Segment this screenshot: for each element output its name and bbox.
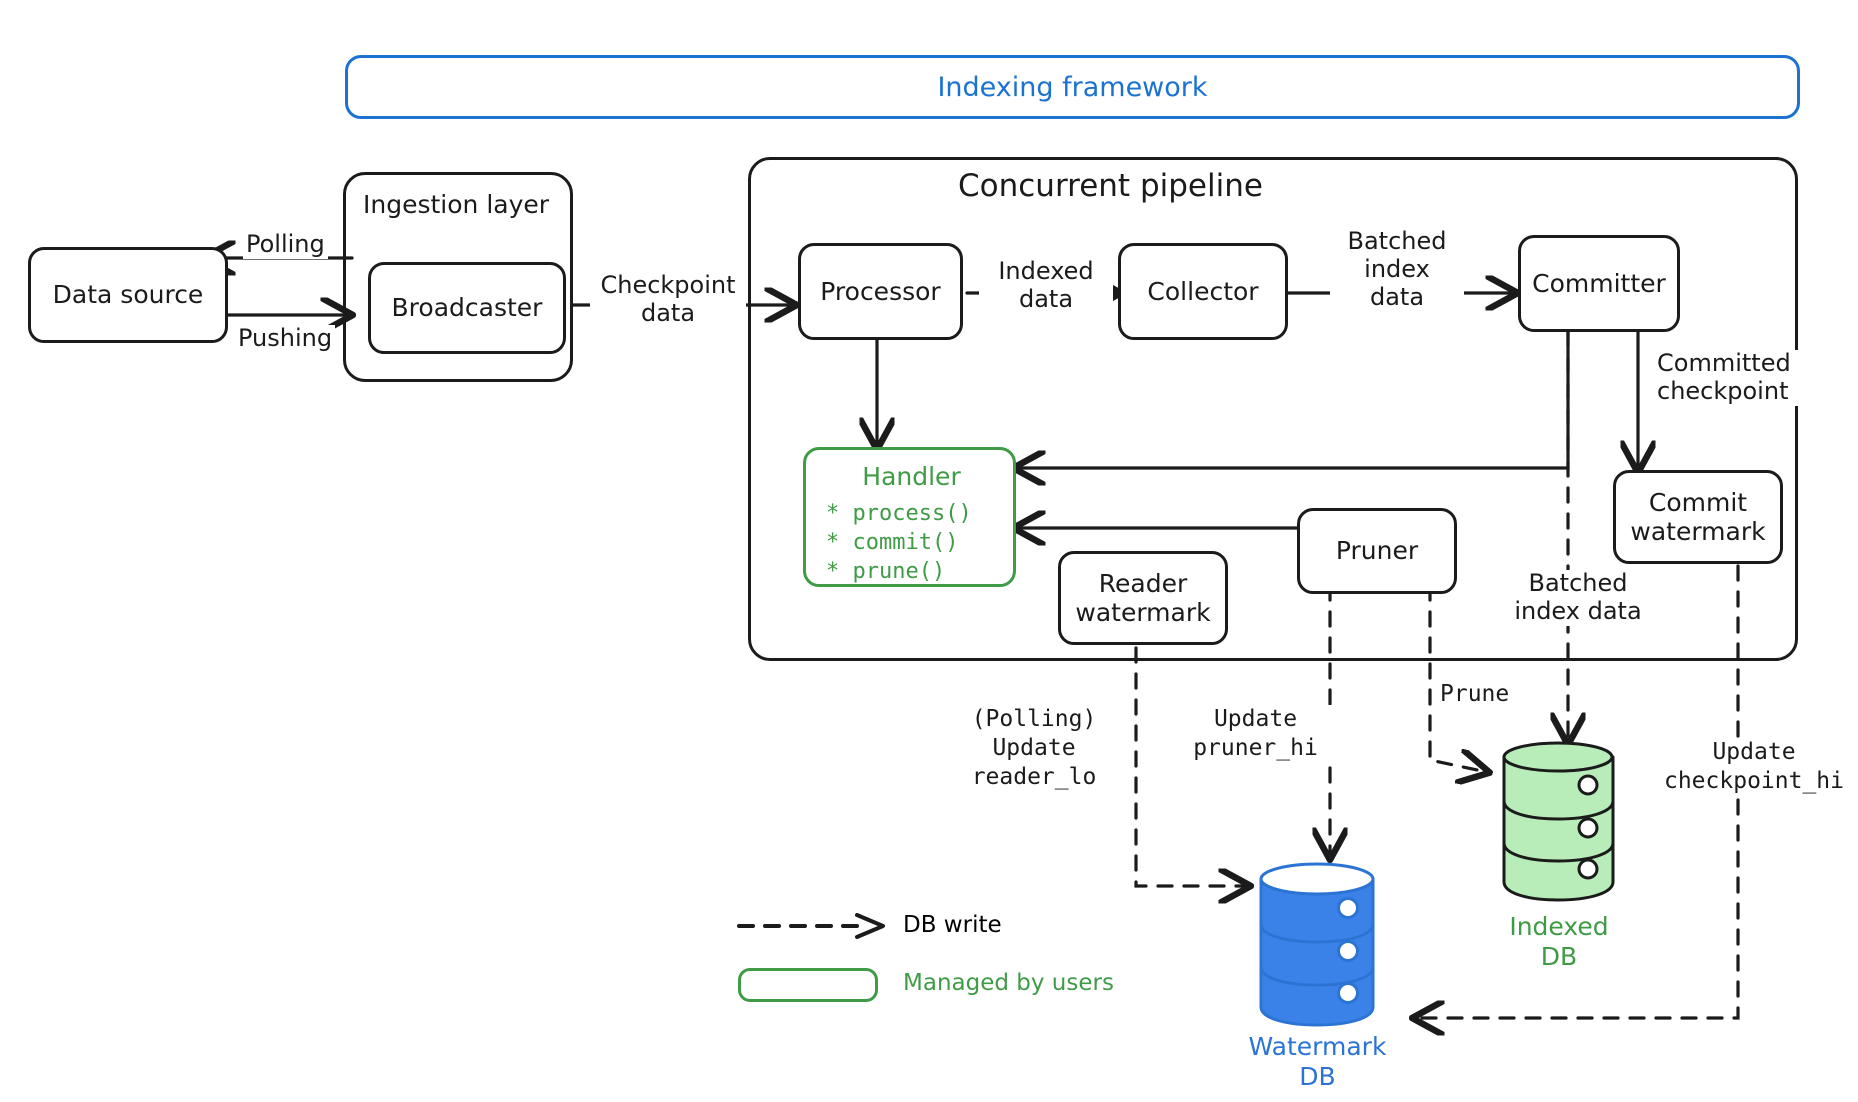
- edge-label-polling: Polling: [243, 230, 328, 259]
- indexed-db-label: Indexed DB: [1509, 912, 1609, 971]
- node-committer[interactable]: Committer: [1518, 235, 1680, 332]
- node-commit-watermark-label: Commit watermark: [1630, 487, 1766, 547]
- edge-label-polling-update-reader-lo: (Polling) Update reader_lo: [935, 705, 1133, 792]
- edge-label-committed-checkpoint: Committed checkpoint: [1654, 349, 1858, 406]
- node-committer-label: Committer: [1532, 268, 1666, 298]
- node-reader-watermark-label: Reader watermark: [1075, 568, 1211, 628]
- indexing-framework-banner: Indexing framework: [345, 55, 1800, 119]
- edge-label-pushing: Pushing: [235, 324, 336, 353]
- ingestion-layer-group: [343, 172, 573, 382]
- edge-label-batched-index-data-bottom: Batched index data: [1480, 569, 1676, 626]
- legend-db-write-arrow: [737, 913, 885, 939]
- watermark-db-cylinder[interactable]: [1247, 855, 1387, 1031]
- concurrent-pipeline-group: [748, 157, 1798, 661]
- handler-method-prune: * prune(): [826, 558, 946, 584]
- node-data-source-label: Data source: [52, 280, 204, 310]
- watermark-db-label: Watermark DB: [1248, 1032, 1387, 1091]
- edge-label-prune: Prune: [1437, 680, 1513, 709]
- legend-db-write-label: DB write: [903, 912, 1002, 938]
- node-collector[interactable]: Collector: [1118, 243, 1288, 340]
- legend-managed-swatch: [738, 968, 878, 1002]
- handler-method-commit: * commit(): [826, 529, 959, 555]
- edge-label-indexed-data: Indexed data: [979, 257, 1113, 314]
- edge-label-checkpoint-data: Checkpoint data: [590, 271, 746, 328]
- ingestion-layer-title: Ingestion layer: [363, 190, 550, 219]
- edge-label-update-checkpoint-hi: Update checkpoint_hi: [1636, 738, 1858, 796]
- handler-title: Handler: [862, 462, 961, 491]
- node-broadcaster[interactable]: Broadcaster: [368, 262, 566, 354]
- indexed-db-cylinder[interactable]: [1492, 735, 1627, 905]
- node-pruner-label: Pruner: [1335, 536, 1419, 566]
- node-commit-watermark[interactable]: Commit watermark: [1613, 470, 1783, 564]
- handler-method-process: * process(): [826, 500, 972, 526]
- node-processor[interactable]: Processor: [798, 243, 963, 340]
- node-handler[interactable]: Handler * process() * commit() * prune(): [803, 447, 1016, 587]
- legend-managed-label: Managed by users: [903, 970, 1114, 996]
- node-reader-watermark[interactable]: Reader watermark: [1058, 551, 1228, 645]
- node-pruner[interactable]: Pruner: [1297, 508, 1457, 594]
- edge-label-batched-index-data-top: Batched index data: [1330, 227, 1464, 312]
- node-broadcaster-label: Broadcaster: [391, 293, 543, 323]
- concurrent-pipeline-title: Concurrent pipeline: [958, 168, 1263, 204]
- edge-label-update-pruner-hi: Update pruner_hi: [1165, 705, 1346, 763]
- node-collector-label: Collector: [1147, 276, 1259, 306]
- indexing-framework-title: Indexing framework: [937, 71, 1208, 103]
- node-data-source[interactable]: Data source: [28, 247, 228, 343]
- node-processor-label: Processor: [820, 276, 941, 306]
